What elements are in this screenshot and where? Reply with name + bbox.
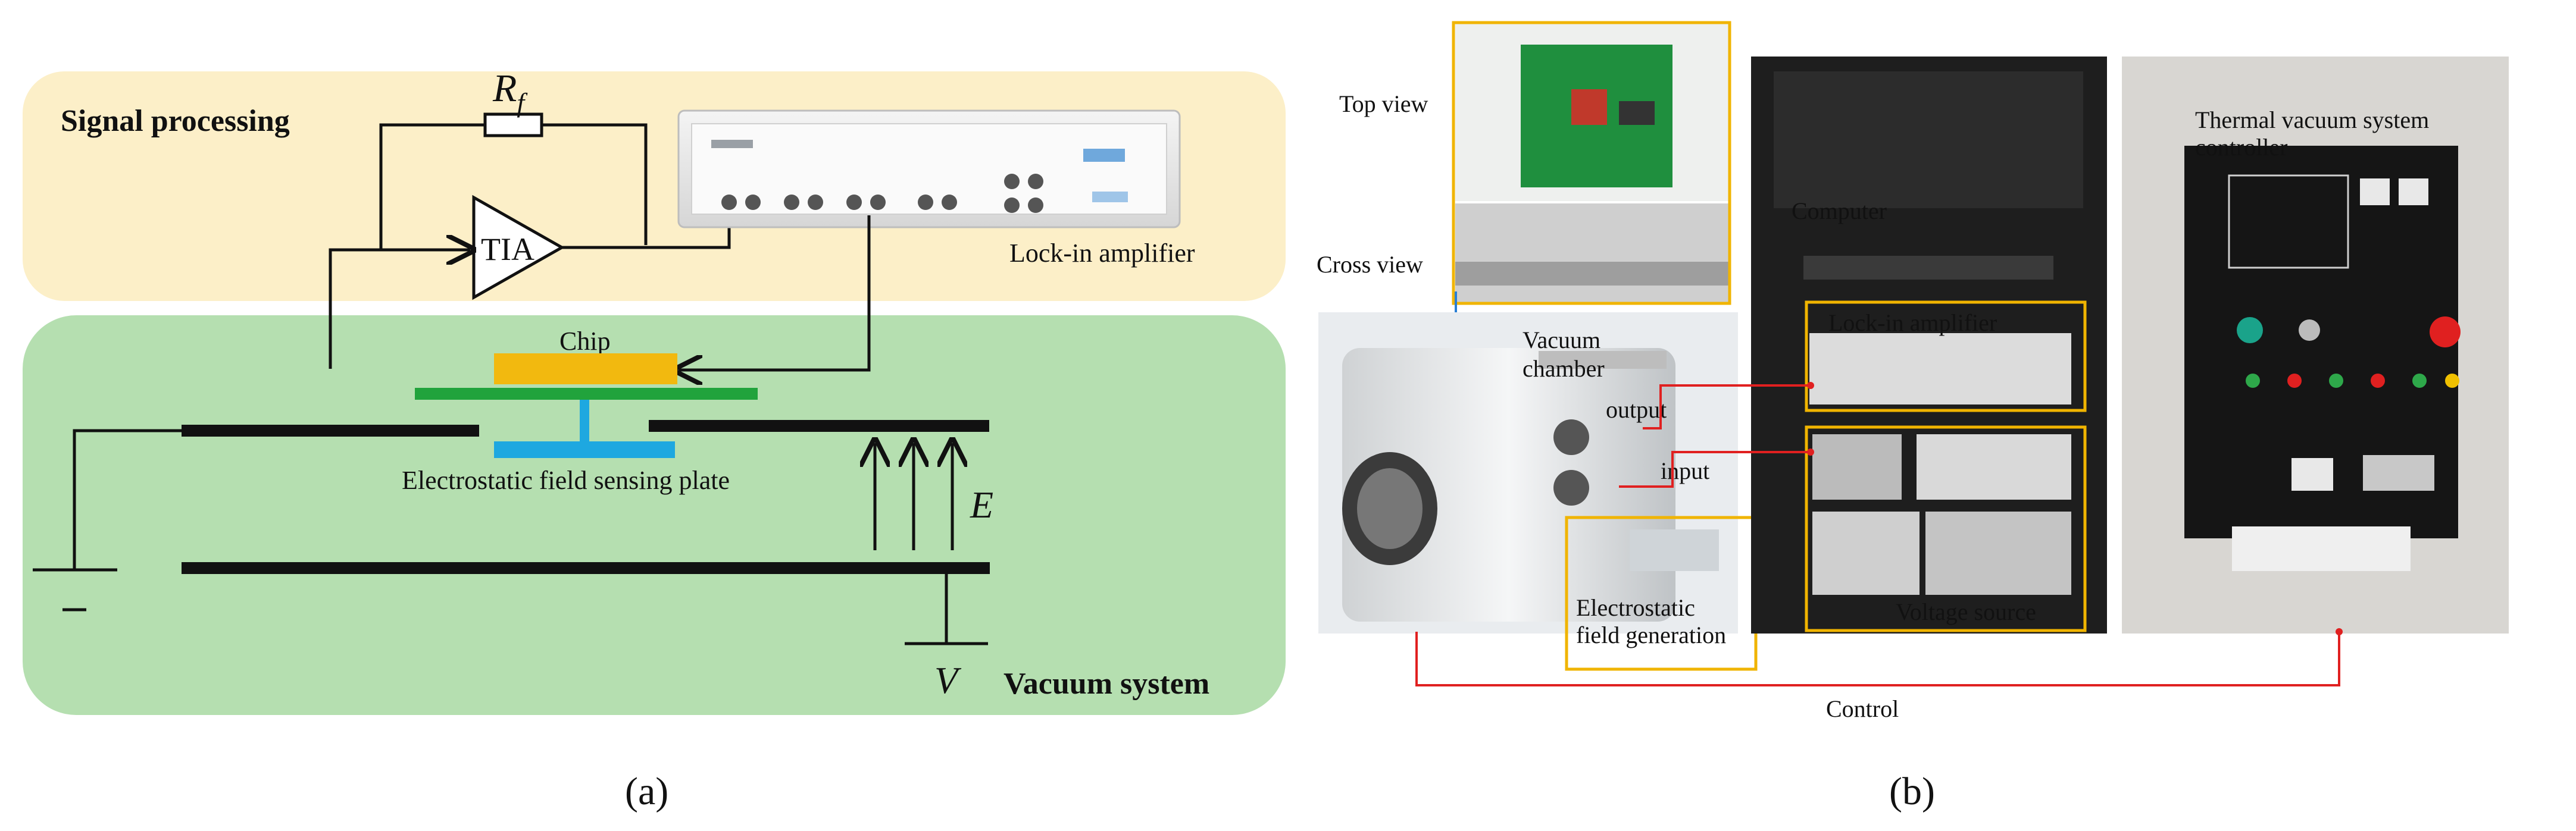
green-plate — [415, 388, 758, 400]
output-label: output — [1606, 396, 1667, 423]
lock-in-amplifier-label: Lock-in amplifier — [1009, 239, 1195, 268]
chip — [494, 353, 677, 384]
control-wire-end — [2336, 628, 2343, 635]
field-label: E — [970, 484, 993, 526]
voltage-source-box — [1805, 425, 2087, 632]
lock-in-amplifier-device — [677, 109, 1181, 228]
cross-view-photo — [1455, 203, 1729, 302]
rack-lock-in-device — [1809, 333, 2071, 404]
voltage-source-label: Voltage source — [1896, 598, 2036, 625]
lock-in-to-chip-wire — [679, 215, 871, 370]
view-photos-box — [1452, 21, 1731, 305]
voltage-wire — [905, 574, 988, 645]
cross-view-label: Cross view — [1317, 251, 1423, 278]
vacuum-system-label: Vacuum system — [1003, 667, 1209, 701]
panel-a: Signal processing Vacuum system Rf TIA — [23, 67, 1286, 813]
top-view-label: Top view — [1339, 90, 1428, 117]
ground-wire — [73, 429, 182, 570]
feedback-resistor — [483, 112, 543, 137]
control-label: Control — [1826, 695, 1899, 722]
rack-lock-in-label: Lock-in amplifier — [1828, 309, 1997, 336]
sensing-plate-label: Electrostatic field sensing plate — [402, 466, 730, 495]
output-wire — [1643, 384, 1809, 429]
input-wire — [1619, 451, 1809, 488]
caption-b: (b) — [1889, 770, 1935, 813]
tia-input-wire — [329, 250, 470, 369]
chip-label: Chip — [559, 327, 611, 356]
lower-electrode — [182, 562, 990, 574]
input-label: input — [1661, 457, 1709, 484]
rack-lock-in-box — [1805, 300, 2087, 412]
feedback-wire — [379, 123, 648, 250]
tia-label: TIA — [481, 231, 534, 267]
voltage-label: V — [934, 659, 962, 701]
input-wire-end — [1807, 449, 1814, 456]
electrostatic-field-sensing-plate — [494, 441, 675, 458]
upper-electrode-left — [182, 425, 479, 437]
vacuum-system-region — [23, 315, 1286, 715]
sensing-plate-stem — [580, 400, 589, 441]
computer-label: Computer — [1792, 197, 1887, 224]
upper-electrode-right — [649, 420, 989, 432]
signal-processing-label: Signal processing — [61, 104, 290, 138]
output-wire-end — [1807, 382, 1814, 389]
caption-a: (a) — [625, 770, 668, 813]
control-wire — [1415, 632, 2340, 686]
